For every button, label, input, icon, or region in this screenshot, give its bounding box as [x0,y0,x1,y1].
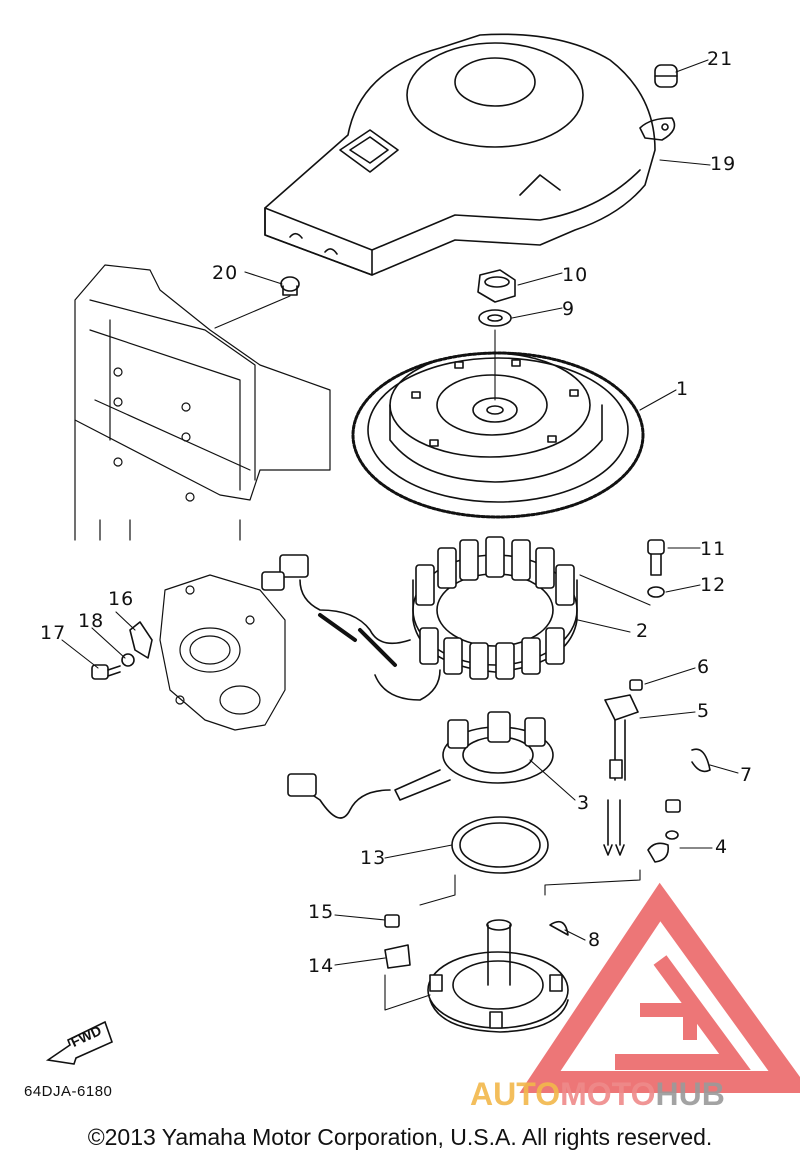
retaining-ring [451,816,549,874]
watermark-part-moto: MOTO [560,1076,656,1112]
label-6: 6 [697,656,711,678]
label-9: 9 [562,298,576,320]
watermark-logo [519,882,800,1093]
label-10: 10 [562,264,589,286]
label-2: 2 [636,620,650,642]
label-14: 14 [308,955,335,977]
label-19: 19 [710,153,737,175]
fwd-arrow [45,1020,113,1065]
watermark-part-hub: HUB [655,1076,725,1112]
diagram-code: 64DJA-6180 [24,1083,113,1100]
label-7: 7 [740,764,754,786]
watermark-part-auto: AUTO [470,1076,561,1112]
label-5: 5 [697,700,711,722]
label-16: 16 [108,588,135,610]
label-12: 12 [700,574,727,596]
stator-wire-harness [261,554,441,701]
label-13: 13 [360,847,387,869]
label-21: 21 [707,48,734,70]
label-15: 15 [308,901,335,923]
watermark-text: AUTOMOTOHUB [470,1076,725,1113]
label-3: 3 [577,792,591,814]
magneto-base [427,919,569,1033]
washer [478,309,512,327]
cylinder-block [159,574,286,731]
label-17: 17 [40,622,67,644]
bracket-16 [129,621,153,659]
grommet [639,64,678,141]
woodruff-key [549,920,569,936]
pulser-coil [287,711,554,819]
flywheel-nut [477,269,516,303]
engine-housing [74,264,331,541]
washer-12 [647,586,665,598]
bolt-17 [91,664,121,680]
label-8: 8 [588,929,602,951]
flywheel [351,351,645,519]
bolt-11 [647,539,665,576]
clip-7 [691,748,711,773]
washer-18 [121,653,135,667]
label-18: 18 [78,610,105,632]
label-20: 20 [212,262,239,284]
screw-6 [629,679,643,691]
label-11: 11 [700,538,727,560]
copyright-notice: ©2013 Yamaha Motor Corporation, U.S.A. A… [87,1124,713,1150]
label-1: 1 [676,378,690,400]
screw-15 [384,914,400,928]
plate-14 [384,944,411,969]
screw-20 [280,276,300,296]
rectifier-5 [603,694,639,856]
leader-lines [61,59,739,1011]
flywheel-cover [264,33,656,276]
stator [412,536,578,680]
label-4: 4 [715,836,729,858]
clamp-4 [647,799,681,863]
